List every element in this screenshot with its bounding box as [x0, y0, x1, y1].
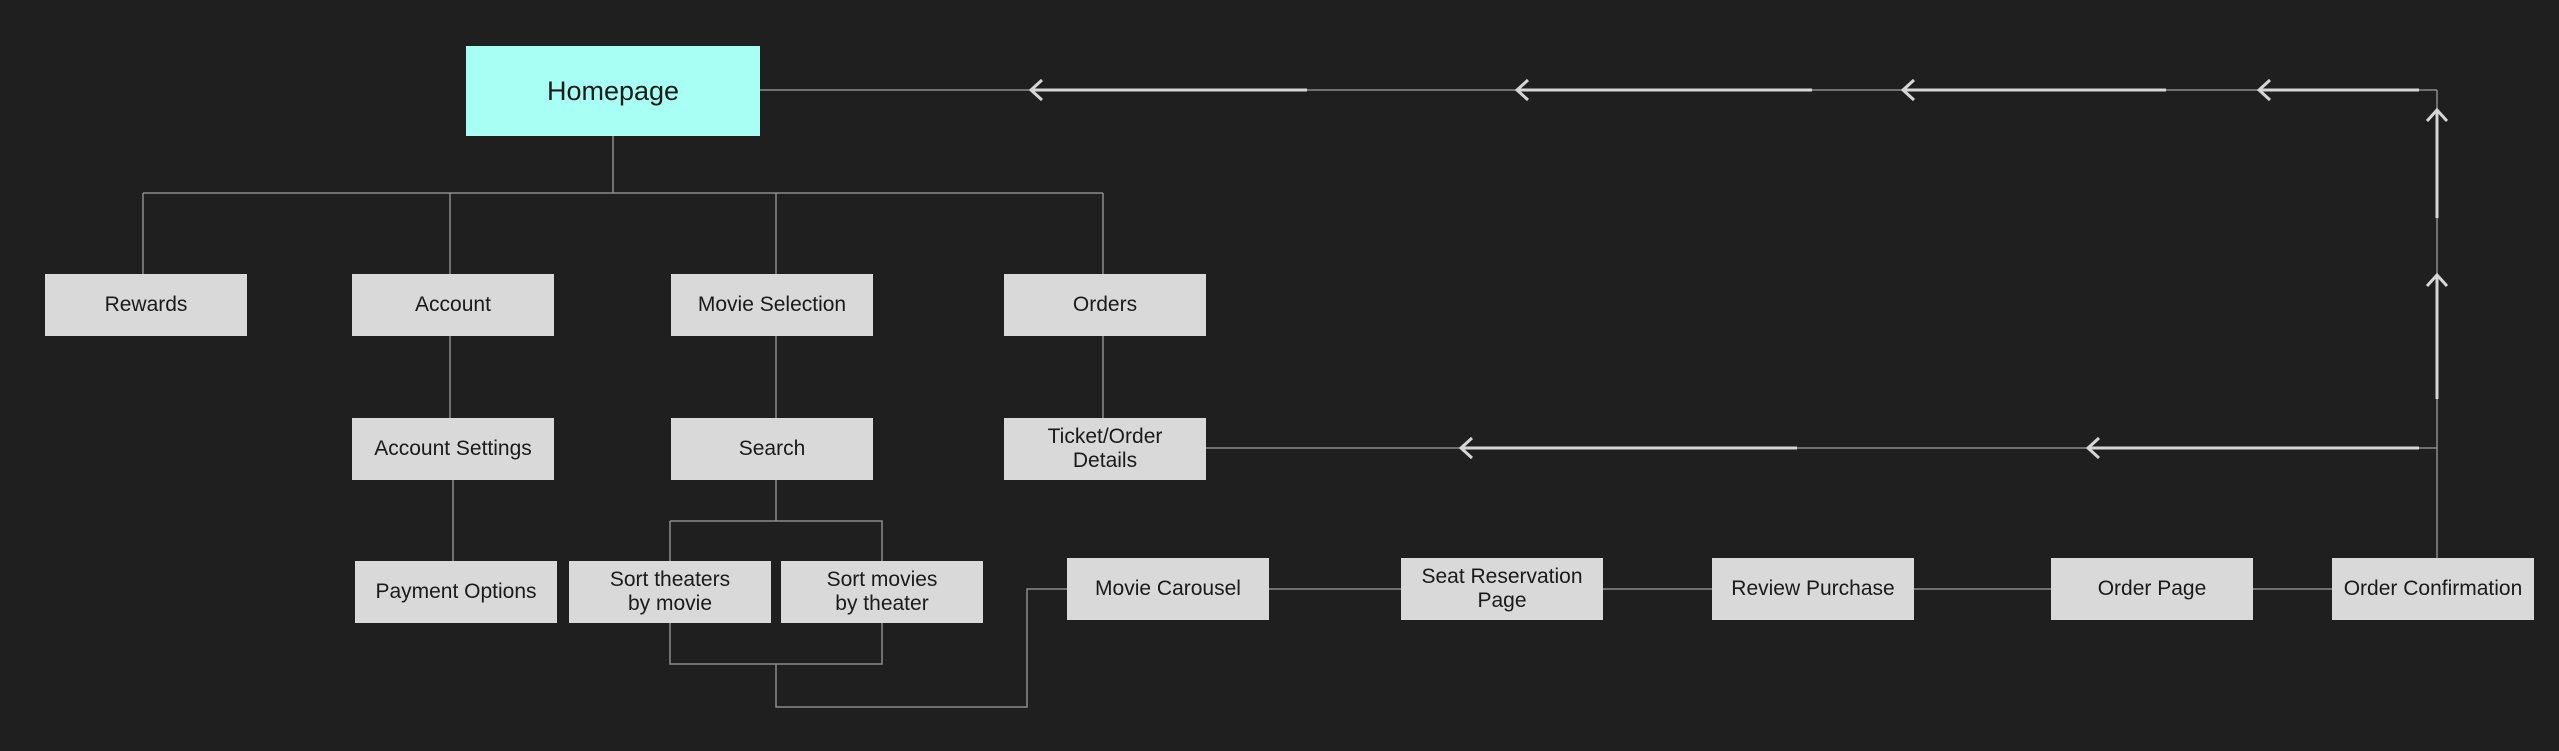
arrow-up-icon [2425, 107, 2449, 123]
node-homepage[interactable]: Homepage [466, 46, 760, 136]
node-ticket-order-details[interactable]: Ticket/Order Details [1004, 418, 1206, 480]
node-order-confirmation[interactable]: Order Confirmation [2332, 558, 2534, 620]
node-movie-selection[interactable]: Movie Selection [671, 274, 873, 336]
node-search[interactable]: Search [671, 418, 873, 480]
node-movie-carousel[interactable]: Movie Carousel [1067, 558, 1269, 620]
arrow-left-icon [1900, 78, 1916, 102]
arrow-up-icon [2425, 272, 2449, 288]
arrow-left-icon [2085, 436, 2101, 460]
node-account[interactable]: Account [352, 274, 554, 336]
node-account-settings[interactable]: Account Settings [352, 418, 554, 480]
node-review-purchase[interactable]: Review Purchase [1712, 558, 1914, 620]
node-order-page[interactable]: Order Page [2051, 558, 2253, 620]
arrow-left-icon [1458, 436, 1474, 460]
node-seat-reservation-page[interactable]: Seat Reservation Page [1401, 558, 1603, 620]
arrow-left-icon [2256, 78, 2272, 102]
node-sort-theaters-by-movie[interactable]: Sort theaters by movie [569, 561, 771, 623]
node-rewards[interactable]: Rewards [45, 274, 247, 336]
connector-line [775, 588, 1067, 708]
node-sort-movies-by-theater[interactable]: Sort movies by theater [781, 561, 983, 623]
node-orders[interactable]: Orders [1004, 274, 1206, 336]
arrow-left-icon [1028, 78, 1044, 102]
node-payment-options[interactable]: Payment Options [355, 561, 557, 623]
arrow-left-icon [1514, 78, 1530, 102]
